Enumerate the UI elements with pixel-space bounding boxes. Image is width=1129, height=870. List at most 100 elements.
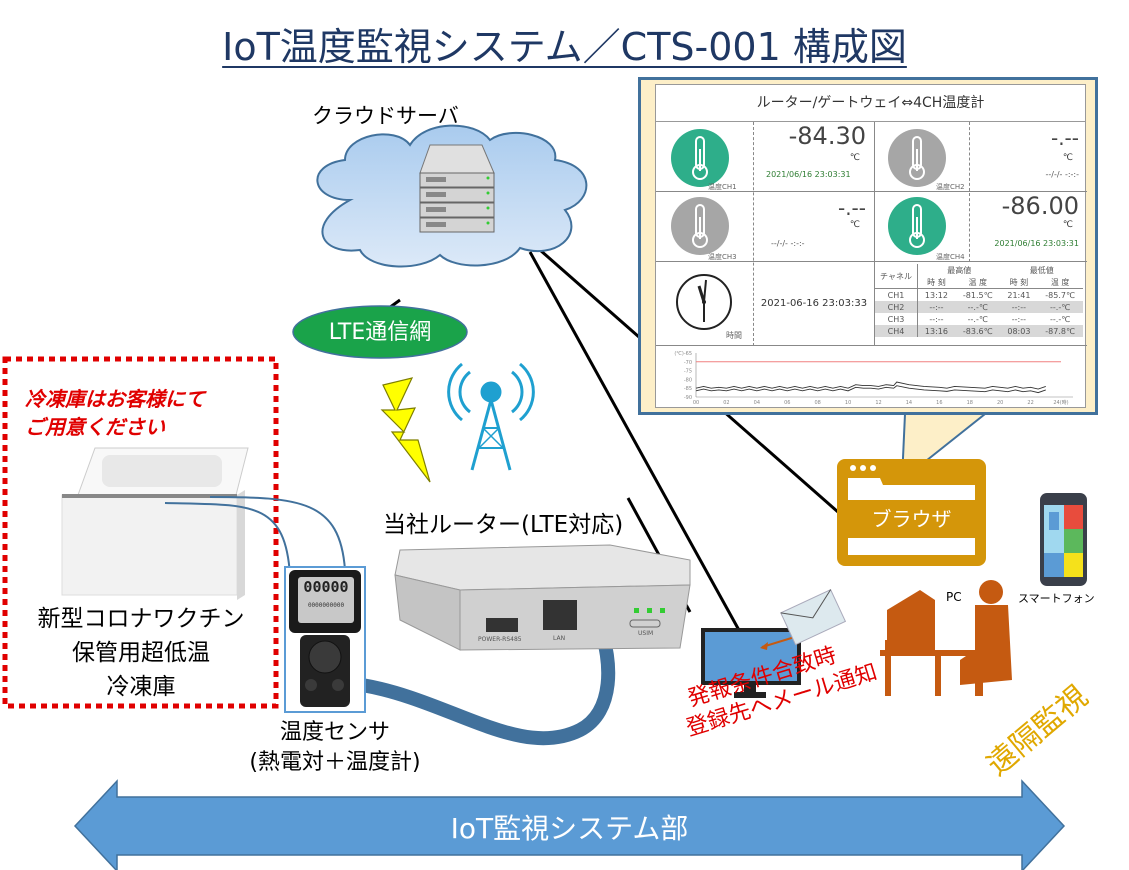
clock-cell: 時間	[656, 262, 753, 346]
current-datetime: 2021-06-16 23:03:33	[760, 298, 868, 309]
router-port-lan: LAN	[553, 635, 566, 642]
channel-timestamp: --/-/- -:-:-	[1045, 170, 1079, 179]
x-tick-label: 14	[906, 400, 912, 406]
clock-label: 時間	[726, 331, 742, 340]
thermometer-glyph	[692, 204, 708, 248]
stats-max-time: --:--	[929, 314, 944, 324]
x-tick-label: 20	[997, 400, 1003, 406]
temperature-sensor-device	[284, 566, 366, 713]
freezer-label-line3: 冷凍庫	[106, 674, 176, 700]
y-tick-label: (℃)-65	[674, 351, 692, 357]
sensor-router-cable	[360, 625, 616, 746]
stats-table: チャネル 最高値 最低値 時 刻 温 度 時 刻 温 度 CH1 13:12 -…	[875, 264, 1087, 337]
dashboard-title: ルーター/ゲートウェイ⇔4CH温度計	[656, 85, 1085, 122]
y-tick-label: -85	[684, 386, 692, 392]
x-tick-label: 22	[1027, 400, 1033, 406]
thermometer-glyph	[909, 136, 925, 180]
page-title: IoT温度監視システム／CTS-001 構成図	[222, 25, 907, 69]
stats-min-temp: --.-℃	[1050, 314, 1071, 324]
bottom-double-arrow	[73, 779, 1066, 870]
series-line-ch1	[695, 381, 1046, 390]
stats-ch: CH3	[875, 313, 918, 325]
x-tick-label: 08	[814, 400, 820, 406]
freezer-note-line1: 冷凍庫はお客様にて	[25, 387, 205, 411]
stats-max-temp: -81.5℃	[962, 290, 993, 300]
stats-max-temp: --.-℃	[967, 314, 988, 324]
monitor-icon	[701, 628, 801, 698]
stats-header-min: 最低値	[1029, 265, 1054, 275]
sensor-label-line2: (熱電対＋温度計)	[249, 750, 421, 775]
stats-row: CH3 --:-- --.-℃ --:-- --.-℃	[875, 313, 1083, 325]
channel-card-ch4: 温度CH4 -86.00 ℃ 2021/06/16 23:03:31	[874, 192, 1087, 262]
sensor-display-main: 00000	[303, 578, 349, 596]
stats-ch: CH4	[875, 325, 918, 337]
stats-max-time: 13:12	[924, 290, 948, 300]
stats-max-time: 13:16	[917, 325, 955, 337]
pc-user-icon	[880, 580, 1012, 696]
sensor-display-sub: 0000000000	[307, 602, 345, 609]
browser-icon	[837, 459, 986, 566]
stats-max-temp: -83.6℃	[954, 325, 1001, 337]
channel-name: 温度CH4	[936, 253, 965, 261]
stats-min-time: 08:03	[1000, 325, 1038, 337]
y-tick-label: -90	[684, 395, 692, 401]
thermometer-glyph	[692, 136, 708, 180]
pc-label: PC	[946, 590, 962, 604]
stats-min-time: --:--	[1000, 301, 1038, 313]
channel-name: 温度CH2	[936, 183, 965, 191]
series-line-ch4	[695, 385, 1046, 394]
freezer-note-line2: ご用意ください	[25, 415, 165, 439]
stats-min-time: 21:41	[1007, 290, 1031, 300]
freezer-boundary	[2, 356, 279, 709]
stats-header-channel: チャネル	[875, 264, 918, 289]
lightning-icon	[380, 377, 431, 483]
dashboard-panel: ルーター/ゲートウェイ⇔4CH温度計 温度CH1 -84.30 ℃ 2021/0…	[655, 84, 1087, 408]
channel-value: -84.30	[788, 122, 866, 150]
channel-name: 温度CH3	[708, 253, 737, 261]
stats-min-temp: --.-℃	[1037, 301, 1083, 313]
channel-timestamp: 2021/06/16 23:03:31	[766, 170, 851, 179]
channel-unit: ℃	[1062, 153, 1073, 163]
clock-icon	[676, 274, 732, 330]
stats-ch: CH1	[875, 288, 918, 301]
channel-card-ch2: 温度CH2 -.-- ℃ --/-/- -:-:-	[874, 122, 1087, 192]
channel-value: -.--	[1050, 126, 1079, 150]
x-tick-label: 00	[693, 400, 699, 406]
x-tick-label: 16	[936, 400, 942, 406]
y-tick-label: -70	[684, 360, 692, 366]
channel-value: -.--	[837, 196, 866, 220]
antenna-tower-icon	[447, 362, 535, 471]
stats-header-temp: 温 度	[1050, 277, 1070, 287]
channel-card-ch1: 温度CH1 -84.30 ℃ 2021/06/16 23:03:31	[656, 122, 874, 192]
channel-unit: ℃	[1062, 220, 1073, 230]
y-tick-label: -75	[684, 369, 692, 375]
stats-header-temp: 温 度	[968, 277, 987, 287]
freezer-label-line1: 新型コロナワクチン	[37, 606, 245, 632]
lte-network-ellipse	[292, 305, 468, 359]
y-tick-label: -80	[684, 377, 692, 383]
x-tick-label: 18	[967, 400, 973, 406]
stats-max-time: --:--	[917, 301, 955, 313]
freezer-note: 冷凍庫はお客様にて ご用意ください	[25, 385, 205, 441]
stats-ch: CH2	[875, 301, 918, 313]
smartphone-label: スマートフォン	[1018, 592, 1095, 605]
smartphone-icon	[1040, 493, 1087, 586]
channel-name: 温度CH1	[708, 183, 737, 191]
stats-row: CH2 --:-- --.-℃ --:-- --.-℃	[875, 301, 1083, 313]
cloud-server-label: クラウドサーバ	[312, 104, 459, 128]
server-icon	[419, 144, 495, 233]
stats-min-temp: -85.7℃	[1045, 290, 1075, 300]
channel-unit: ℃	[849, 153, 860, 163]
freezer-icon	[61, 447, 249, 600]
x-tick-label: 24(時)	[1053, 400, 1068, 406]
router-device	[394, 544, 691, 651]
stats-header-time: 時 刻	[1009, 277, 1029, 287]
stats-row: CH1 13:12 -81.5℃ 21:41 -85.7℃	[875, 288, 1083, 301]
router-port-usim: USIM	[638, 630, 654, 637]
channel-card-ch3: 温度CH3 -.-- ℃ --/-/- -:-:-	[656, 192, 874, 262]
stats-header-time: 時 刻	[927, 277, 946, 287]
stats-header-max: 最高値	[947, 265, 972, 275]
stats-min-temp: -87.8℃	[1037, 325, 1083, 337]
x-tick-label: 02	[723, 400, 729, 406]
